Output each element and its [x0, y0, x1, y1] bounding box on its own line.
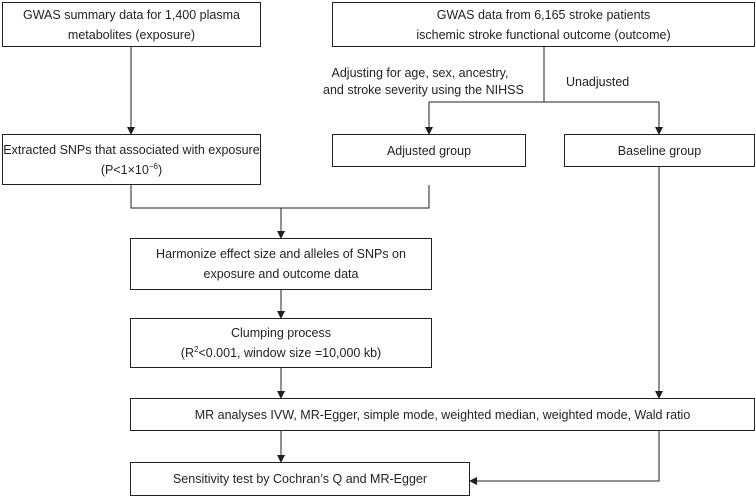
sensitivity-label: Sensitivity test by Cochran’s Q and MR-E…	[172, 472, 428, 486]
mr-analyses-box: MR analyses IVW, MR-Egger, simple mode, …	[130, 398, 755, 431]
outcome-source-line2: ischemic stroke functional outcome (outc…	[416, 27, 671, 42]
threshold-suffix: )	[157, 162, 163, 177]
clumping-line1: Clumping process	[230, 326, 332, 340]
threshold-prefix: (P<1×10	[100, 162, 149, 177]
clumping-r-prefix: (R	[180, 346, 194, 360]
baseline-group-box: Baseline group	[564, 134, 755, 167]
adjusted-group-label: Adjusted group	[386, 143, 472, 158]
unadjusted-label: Unadjusted	[566, 75, 630, 89]
extracted-snps-line1: Extracted SNPs that associated with expo…	[3, 142, 260, 157]
adjusting-label-line1: Adjusting for age, sex, ancestry,	[331, 66, 509, 80]
extracted-snps-threshold: (P<1×10−6)	[101, 160, 162, 180]
clumping-r-exponent: 2	[193, 344, 199, 354]
harmonize-line1: Harmonize effect size and alleles of SNP…	[156, 247, 406, 261]
clumping-box: Clumping process (R2<0.001, window size …	[130, 318, 432, 368]
extracted-snps-box: Extracted SNPs that associated with expo…	[2, 134, 261, 185]
exposure-source-line1: GWAS summary data for 1,400 plasma	[23, 7, 240, 22]
arrow-baseline-to-sensitivity	[469, 431, 660, 485]
harmonize-box: Harmonize effect size and alleles of SNP…	[130, 238, 432, 290]
exposure-source-box: GWAS summary data for 1,400 plasma metab…	[2, 2, 261, 47]
clumping-r-suffix: <0.001, window size =10,000 kb)	[198, 346, 382, 360]
outcome-source-box: GWAS data from 6,165 stroke patients isc…	[332, 2, 755, 47]
clumping-threshold: (R2<0.001, window size =10,000 kb)	[181, 343, 381, 363]
sensitivity-box: Sensitivity test by Cochran’s Q and MR-E…	[130, 462, 470, 496]
adjusted-group-box: Adjusted group	[332, 134, 526, 167]
mr-analyses-label: MR analyses IVW, MR-Egger, simple mode, …	[194, 407, 691, 422]
threshold-exponent: −6	[148, 161, 158, 171]
arrow-outcome-to-baseline	[544, 101, 663, 135]
line-extracted-merge	[130, 185, 430, 209]
harmonize-line2: exposure and outcome data	[203, 267, 359, 281]
line-outcome-split	[425, 47, 545, 135]
outcome-source-line1: GWAS data from 6,165 stroke patients	[436, 7, 651, 22]
exposure-source-line2: metabolites (exposure)	[67, 27, 196, 42]
adjusting-label: Adjusting for age, sex, ancestry, and st…	[323, 65, 524, 99]
adjusting-label-line2: and stroke severity using the NIHSS	[323, 83, 524, 97]
baseline-group-label: Baseline group	[617, 143, 702, 158]
